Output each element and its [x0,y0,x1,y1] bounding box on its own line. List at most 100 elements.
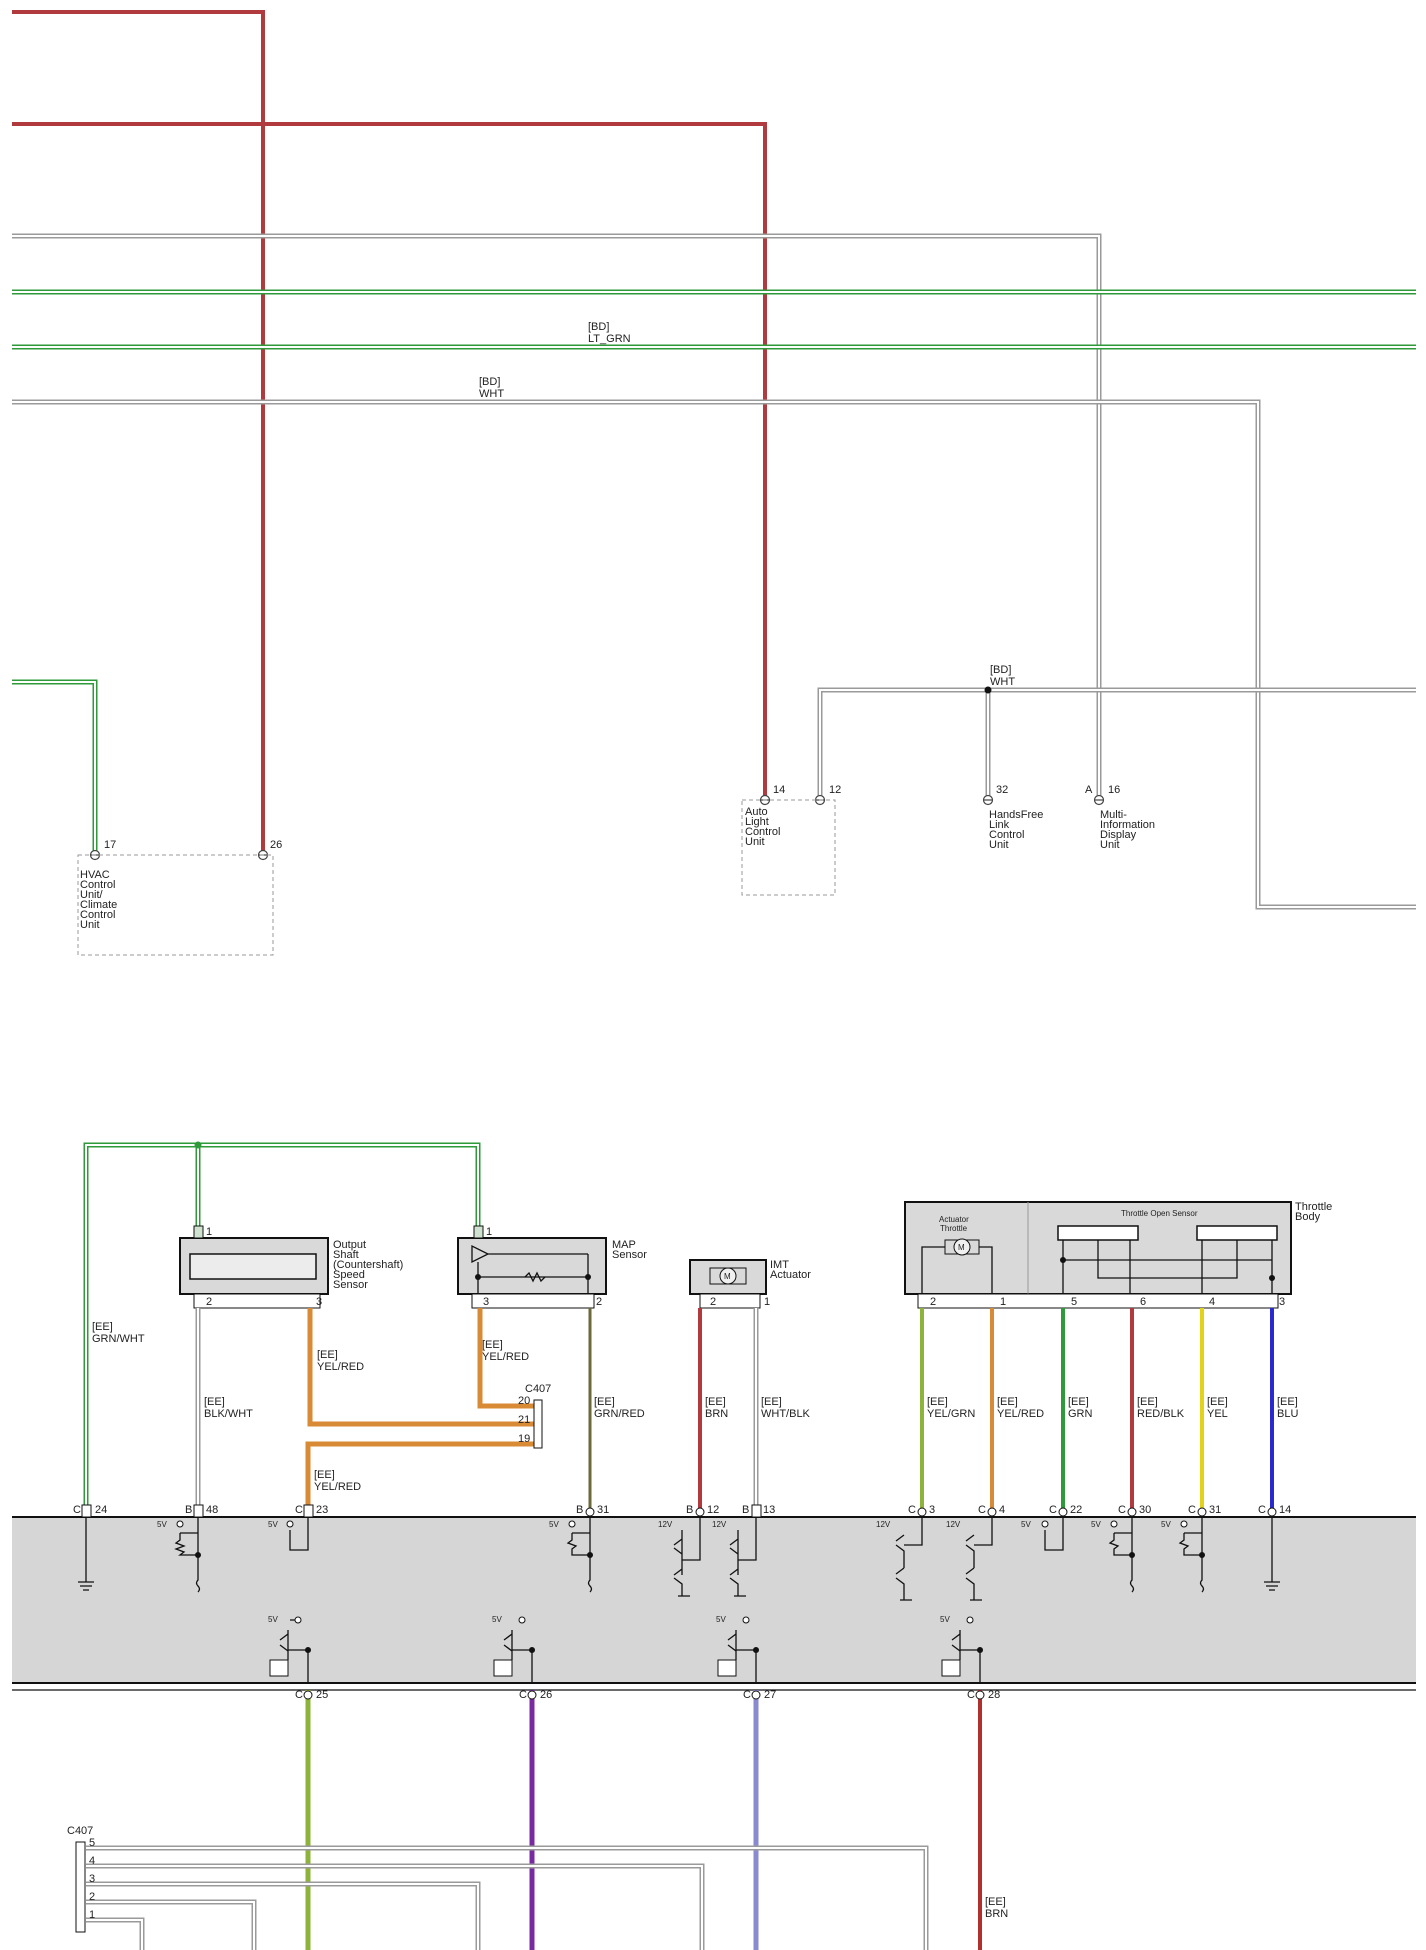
c407-mid-pin-20: 20 [518,1395,530,1407]
wire-red-autolight [12,122,767,798]
imt-pin-1: 1 [764,1296,770,1308]
hvac-label-1: HVAC [80,869,110,881]
throttle-pin-4: 4 [1209,1296,1215,1308]
ecm-pin-c14-conn: C [1258,1504,1266,1516]
v5-label-10: 5V [940,1615,950,1624]
output-shaft-pin-2: 2 [206,1296,212,1308]
blu-label-1: [EE] [1277,1396,1298,1408]
wire-wht-right [12,399,1416,910]
top-pins [89,794,1105,861]
yel-red-2-label-1: [EE] [482,1339,503,1351]
output-shaft-label-4: Speed [333,1269,365,1281]
ecm-pin-c31-conn: C [1188,1504,1196,1516]
autolight-pin-12: 12 [829,784,841,796]
ecm-nodes [195,1552,1205,1653]
ecm-pin-c14: 14 [1279,1504,1291,1516]
ecm-pin-b13-conn: B [742,1504,749,1516]
throttle-motor-icon: M [958,1243,965,1252]
mid-label-1: Multi- [1100,809,1127,821]
ecm-pin-c25: 25 [316,1689,328,1701]
wht-blk-label-2: WHT/BLK [761,1408,811,1420]
v12-label-2: 12V [712,1520,727,1529]
imt-pin-2: 2 [710,1296,716,1308]
imt-label-2: Actuator [770,1269,811,1281]
hvac-label-4: Climate [80,899,117,911]
v12-label-3: 12V [876,1520,891,1529]
hvac-pin-17: 17 [104,839,116,851]
map-label-2: Sensor [612,1249,647,1261]
map-pin-3: 3 [483,1296,489,1308]
yel-red-2-label-2: YEL/RED [482,1351,529,1363]
blk-wht-label-1: [EE] [204,1396,225,1408]
ecm-pin-c27: 27 [764,1689,776,1701]
throttle-pin-1: 1 [1000,1296,1006,1308]
grn-label-1: [EE] [1068,1396,1089,1408]
mid-connector-a: A [1085,784,1093,796]
throttle-pin-2: 2 [930,1296,936,1308]
yel-red-3-label-1: [EE] [314,1469,335,1481]
v12-label-1: 12V [658,1520,673,1529]
wire-wht-autolight [817,687,1416,798]
ecm-pin-b48-conn: B [185,1504,192,1516]
throttle-open-sensor-label: Throttle Open Sensor [1121,1209,1198,1218]
grn-wht-label-1: [EE] [92,1321,113,1333]
v5-label-4: 5V [1021,1520,1031,1529]
ecm-pin-c26: 26 [540,1689,552,1701]
ecm-pin-c22-conn: C [1049,1504,1057,1516]
ecm-pin-c25-conn: C [295,1689,303,1701]
red-blk-label-1: [EE] [1137,1396,1158,1408]
ecm-pin-c27-conn: C [743,1689,751,1701]
c407-bottom-pin-2: 2 [89,1891,95,1903]
autolight-label-4: Unit [745,836,765,848]
brn-label-2: BRN [705,1408,728,1420]
wht-top-label-1: [BD] [479,376,500,388]
ecm-pin-c31: 31 [1209,1504,1221,1516]
c407-mid-name: C407 [525,1383,551,1395]
ecm-pin-c28-conn: C [967,1689,975,1701]
output-shaft-label-3: (Countershaft) [333,1259,403,1271]
ecm-supply-terminals [176,1520,1188,1624]
brn-bottom-label-1: [EE] [985,1896,1006,1908]
ecm-pin-c4-conn: C [978,1504,986,1516]
mid-label-4: Unit [1100,839,1120,851]
ecm-pin-c3: 3 [929,1504,935,1516]
output-shaft-label-1: Output [333,1239,366,1251]
top-wires [12,10,1416,910]
output-shaft-label-2: Shaft [333,1249,359,1261]
yel-red-4-label-1: [EE] [997,1396,1018,1408]
v5-label-5: 5V [1091,1520,1101,1529]
wire-red-hvac [12,10,265,853]
blu-label-2: BLU [1277,1408,1298,1420]
autolight-label-1: Auto [745,806,768,818]
imt-motor-icon: M [724,1272,731,1281]
component-wires [195,1308,1274,1516]
green-feed-wires [83,1142,481,1516]
map-pin-1: 1 [486,1226,492,1238]
ecm-pin-c23: 23 [316,1504,328,1516]
grn-wht-label-2: GRN/WHT [92,1333,145,1345]
v5-label-9: 5V [716,1615,726,1624]
hvac-label-2: Control [80,879,115,891]
v5-label-6: 5V [1161,1520,1171,1529]
mid-label-3: Display [1100,829,1137,841]
c407-bottom-name: C407 [67,1825,93,1837]
brn-bottom-label-2: BRN [985,1908,1008,1920]
v5-label-8: 5V [492,1615,502,1624]
ecm-pin-b12: 12 [707,1504,719,1516]
handsfree-label-4: Unit [989,839,1009,851]
grn-red-label-1: [EE] [594,1396,615,1408]
c407-mid-pin-21: 21 [518,1414,530,1426]
wht-blk-label-1: [EE] [761,1396,782,1408]
ecm-lower-wires [305,1690,982,1950]
wht-mid-label-1: [BD] [990,664,1011,676]
auto-light-control-unit-box [741,799,836,896]
yel-grn-label-1: [EE] [927,1396,948,1408]
ecm-pin-c30: 30 [1139,1504,1151,1516]
yel-label-1: [EE] [1207,1396,1228,1408]
brn-label-1: [EE] [705,1396,726,1408]
imt-label-1: IMT [770,1259,789,1271]
lt-grn-label-2: LT_GRN [588,333,631,345]
map-label-1: MAP [612,1239,636,1251]
ecm-pin-c3-conn: C [908,1504,916,1516]
